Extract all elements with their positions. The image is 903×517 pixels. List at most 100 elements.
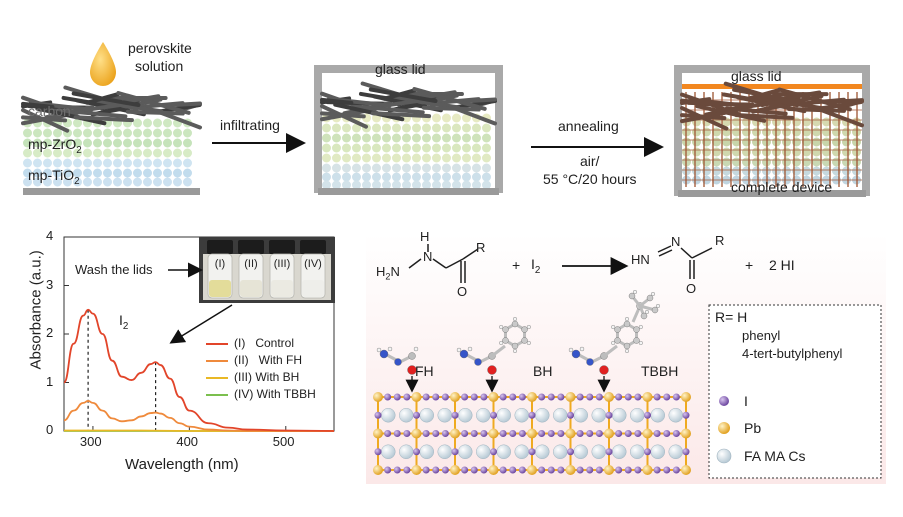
cation-atom [381,408,396,423]
bead [392,163,401,173]
reactant-o: O [457,284,468,299]
legend-entry: (IV) With TBBH [234,387,316,401]
bead [692,127,701,137]
cation-atom [650,444,665,459]
bead [782,157,791,167]
iodide-atom [663,430,671,437]
cation-atom [591,408,606,423]
bead [103,168,112,178]
iodide-atom [615,393,623,401]
bead [93,128,102,138]
y-tick-label: 3 [46,276,54,292]
bead [93,138,102,148]
reactant-h2n: H2N [376,264,400,282]
bead [432,153,441,163]
bead [133,138,142,148]
cation-atom [591,444,606,459]
bead [422,123,431,133]
legend-entry: (I) Control [234,336,295,350]
hydrogen-atom [625,317,630,322]
bead [23,177,32,187]
cation-atom [496,444,511,459]
adsorbed-molecules [376,290,661,393]
bead [103,128,112,138]
bead [432,123,441,133]
bead [113,158,122,168]
bead [352,123,361,133]
bead [173,177,182,187]
carbon-fiber [421,105,481,112]
cation-atom [535,408,550,423]
iodide-atom [682,411,690,419]
cation-atom [514,444,529,459]
bead [812,137,821,147]
bead [402,153,411,163]
bead [392,172,401,182]
carbon-atom [502,326,509,333]
carbon-fiber [71,91,141,108]
bead [113,138,122,148]
bead [462,180,471,190]
bead [163,158,172,168]
iodide-atom [682,448,690,456]
bead [482,123,491,133]
bead [372,172,381,182]
hydrogen-atom [526,340,531,345]
bead [442,143,451,153]
bead [133,177,142,187]
bead [123,158,132,168]
bead [83,177,92,187]
carbon-atom [511,320,519,328]
iodide-atom [480,393,488,401]
cation-atom [612,444,627,459]
glass-lid-label-1: glass lid [375,61,426,77]
bead [342,172,351,182]
product-hn: HN [631,252,650,267]
iodide-atom [393,430,401,437]
iodide-atom [432,430,440,437]
lead-atom [411,392,422,402]
droplet-label-1: perovskite [128,40,192,56]
carbon-fiber [158,110,202,130]
bead [692,137,701,147]
droplet-label-2: solution [135,58,184,74]
legend-entry: (III) With BH [234,370,300,384]
cation-atom [496,408,511,423]
vial-liquid [240,280,262,297]
iodide-atom [374,448,382,456]
iodide-atom [490,411,497,419]
bead [73,168,82,178]
bead [73,158,82,168]
bead [362,133,371,143]
bead [33,177,42,187]
bead [412,172,421,182]
bead [412,163,421,173]
iodide-atom [634,393,642,401]
iodide-atom [413,411,420,419]
carbon-atom [502,337,509,344]
carbon-atom [633,326,640,333]
iodide-atom [490,448,497,456]
y-tick-label: 2 [46,325,54,340]
step-annealing: annealing [558,118,619,134]
cation-atom [399,444,414,459]
iodide-atom [403,393,411,401]
bead [143,168,152,178]
iodide-atom [595,393,603,401]
bead [752,137,761,147]
iodide-atom [432,466,440,474]
iodide-atom [653,393,661,401]
bead [322,180,331,190]
bead [352,180,361,190]
layer-tio2-label: mp-TiO2 [28,167,80,187]
iodide-atom [576,466,584,474]
carbon-fiber [695,104,767,123]
bead [123,148,132,158]
bead [23,138,32,148]
bead [23,158,32,168]
bead [372,180,381,190]
bead [392,180,401,190]
bead [113,128,122,138]
x-axis-label: Wavelength (nm) [125,456,239,473]
carbon-fiber [370,111,432,119]
